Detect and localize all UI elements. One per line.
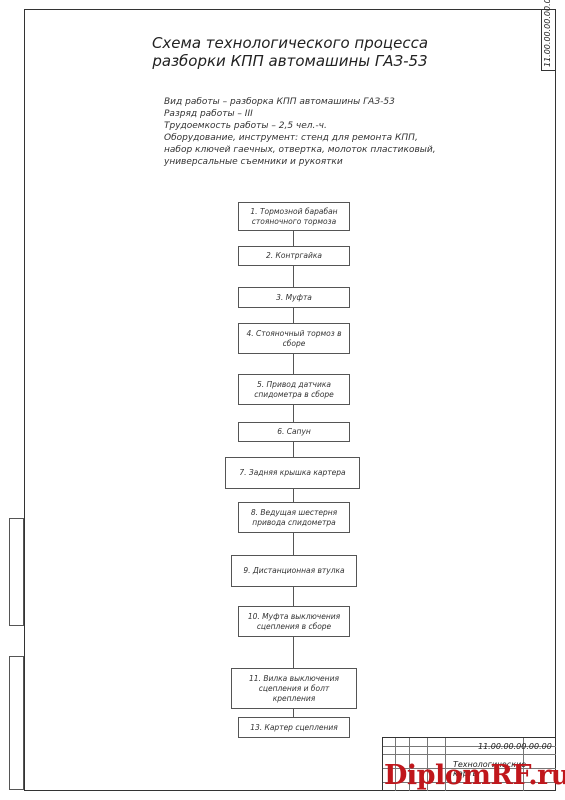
watermark-logo: DiplomRF.ru [384, 760, 565, 791]
step-box: 13. Картер сцепления [238, 717, 350, 738]
drawing-frame [24, 9, 556, 791]
connector [293, 441, 294, 458]
title-block-name-line2: карты [453, 769, 479, 778]
step-box: 1. Тормозной барабан стояночного тормоза [238, 202, 350, 231]
stamp-code: 11.00.00.00.00.00 [543, 0, 552, 67]
connector [293, 265, 294, 287]
connector [293, 636, 294, 668]
divider [383, 768, 556, 769]
connector [293, 404, 294, 422]
step-label: 3. Муфта [276, 292, 312, 302]
step-box: 6. Сапун [238, 422, 350, 442]
info-labor: Трудоемкость работы – 2,5 чел.-ч. [164, 121, 327, 131]
step-label: 7. Задняя крышка картера [239, 468, 346, 477]
title-block: 11.00.00.00.00.00 Технологические карты [382, 737, 556, 791]
step-label: 9. Дистанционная втулка [243, 566, 345, 575]
top-corner-stamp: 11.00.00.00.00.00 [541, 0, 556, 71]
step-box: 4. Стояночный тормоз в сборе [238, 323, 350, 354]
step-box: 10. Муфта выключения сцепления в сборе [238, 606, 350, 637]
divider [523, 738, 524, 791]
divider [409, 738, 410, 791]
connector [293, 488, 294, 502]
title-block-name: Технологические карты [453, 760, 526, 778]
step-label: 4. Стояночный тормоз в сборе [246, 328, 342, 348]
step-box: 11. Вилка выключения сцепления и болт кр… [231, 668, 357, 709]
step-box: 5. Привод датчика спидометра в сборе [238, 374, 350, 405]
left-margin-stamp-lower [9, 656, 24, 790]
step-box: 9. Дистанционная втулка [231, 555, 357, 587]
page-title: Схема технологического процесса разборки… [120, 34, 460, 70]
step-box: 2. Контргайка [238, 246, 350, 266]
step-box: 8. Ведущая шестерня привода спидометра [238, 502, 350, 533]
connector [293, 532, 294, 555]
step-box: 7. Задняя крышка картера [225, 457, 360, 489]
info-work-type: Вид работы – разборка КПП автомашины ГАЗ… [164, 97, 395, 107]
step-label: 11. Вилка выключения сцепления и болт кр… [249, 673, 339, 703]
step-label: 13. Картер сцепления [250, 722, 338, 732]
step-label: 1. Тормозной барабан стояночного тормоза [250, 206, 338, 226]
title-block-code: 11.00.00.00.00.00 [478, 742, 552, 751]
connector [293, 586, 294, 607]
divider [427, 738, 428, 791]
title-block-name-line1: Технологические [453, 760, 527, 769]
divider [445, 738, 446, 791]
step-label: 2. Контргайка [265, 251, 323, 260]
connector [293, 708, 294, 717]
divider [383, 782, 556, 783]
connector [293, 307, 294, 323]
info-equipment: Оборудование, инструмент: стенд для ремо… [164, 133, 436, 167]
connector [293, 230, 294, 247]
step-label: 8. Ведущая шестерня привода спидометра [250, 507, 338, 527]
divider [383, 754, 556, 755]
left-margin-stamp-upper [9, 518, 24, 626]
connector [293, 353, 294, 375]
title-line-2: разборки КПП автомашины ГАЗ-53 [152, 52, 428, 70]
divider [383, 746, 556, 747]
title-line-1: Схема технологического процесса [151, 34, 429, 52]
info-grade: Разряд работы – III [164, 109, 253, 119]
divider [395, 738, 396, 791]
step-label: 5. Привод датчика спидометра в сборе [254, 379, 334, 399]
step-label: 6. Сапун [277, 427, 311, 436]
step-label: 10. Муфта выключения сцепления в сборе [247, 611, 341, 631]
work-info: Вид работы – разборка КПП автомашины ГАЗ… [164, 96, 444, 168]
step-box: 3. Муфта [238, 287, 350, 308]
